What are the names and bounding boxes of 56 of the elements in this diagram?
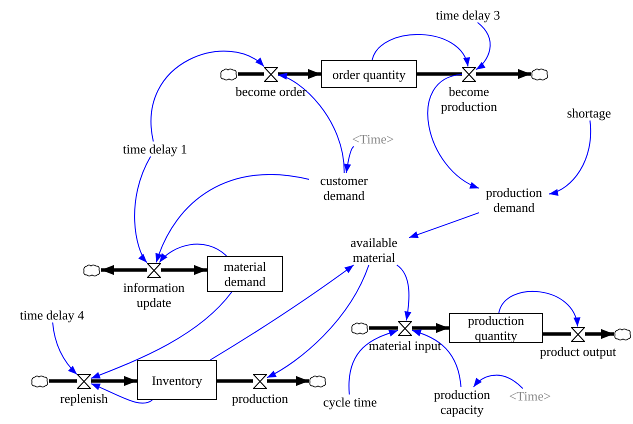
link-arrow: [396, 264, 412, 321]
flow-pipe: [49, 379, 77, 383]
stock-box: Inventory: [137, 360, 217, 400]
link-arrow: [348, 330, 398, 395]
shadow-variable-label: <Time>: [348, 132, 398, 146]
flow-pipe: [278, 69, 321, 79]
variable-label: production capacity: [431, 387, 493, 417]
link-arrow: [156, 174, 310, 263]
flow-pipe: [161, 265, 207, 275]
link-arrow: [210, 264, 354, 360]
flow-label: information update: [122, 280, 186, 310]
link-arrow: [52, 322, 78, 375]
stock-box: material demand: [207, 256, 283, 292]
flow-pipe: [412, 323, 449, 333]
flow-label: replenish: [60, 390, 108, 406]
flow-label: product output: [540, 344, 616, 358]
link-arrow: [372, 34, 469, 67]
flow-pipe: [101, 265, 147, 275]
flow-label: production: [232, 390, 288, 406]
variable-label: production demand: [479, 185, 549, 215]
flow-pipe: [91, 376, 137, 386]
flow-label: become order: [235, 84, 307, 98]
link-arrow: [548, 120, 592, 196]
link-arrow: [408, 212, 480, 238]
variable-label: time delay 1: [110, 142, 200, 156]
link-arrow: [150, 50, 264, 142]
link-arrow: [344, 146, 354, 174]
shadow-variable-label: <Time>: [505, 388, 555, 404]
flow-pipe: [417, 72, 462, 76]
link-arrow: [278, 74, 345, 174]
link-arrow: [412, 330, 462, 388]
variable-label: available material: [339, 235, 409, 265]
variable-label: cycle time: [315, 394, 385, 410]
flow-pipe: [585, 329, 614, 339]
stock-box: order quantity: [321, 60, 417, 88]
flow-pipe: [369, 326, 398, 330]
link-arrow: [134, 156, 152, 264]
flow-pipe: [217, 379, 253, 383]
variable-label: customer demand: [309, 173, 379, 203]
flow-label: become production: [440, 84, 498, 114]
variable-label: shortage: [554, 106, 624, 120]
link-arrow: [90, 383, 153, 404]
link-arrow: [427, 74, 480, 189]
flow-pipe: [267, 376, 309, 386]
flow-pipe: [476, 69, 531, 79]
link-arrow: [498, 290, 580, 327]
flow-pipe: [543, 332, 571, 336]
link-arrow: [158, 244, 228, 263]
link-arrow: [266, 264, 370, 378]
flow-label: material input: [368, 338, 442, 352]
link-arrow: [476, 22, 491, 70]
variable-label: time delay 3: [423, 8, 513, 22]
link-arrow: [473, 374, 524, 389]
variable-label: time delay 4: [7, 308, 97, 322]
link-arrow: [90, 292, 232, 379]
flow-pipe: [238, 72, 264, 76]
